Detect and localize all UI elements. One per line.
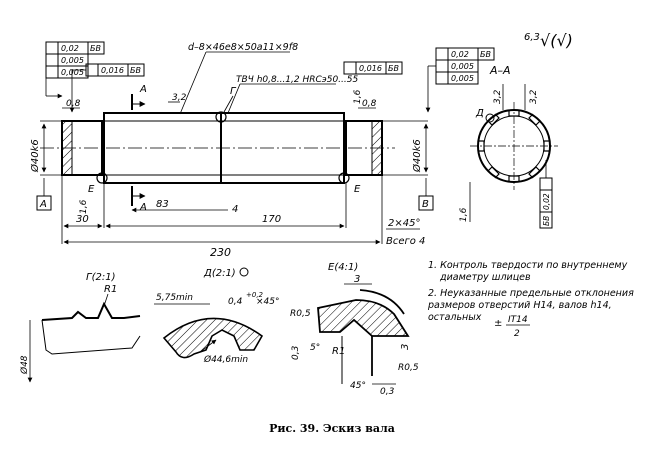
note-2c: остальных — [428, 312, 482, 323]
detail-g-diameter: Ø48 — [19, 355, 30, 375]
detail-d-575: 5,75min — [156, 293, 193, 303]
section-dim-32a: 3,2 — [493, 89, 503, 104]
svg-text:БВ: БВ — [388, 64, 399, 73]
label-e-right: Е — [354, 184, 361, 195]
main-shaft-view: А А Г Е Е d–8×46e8×50a11×9f8 ТВЧ h0,8...… — [29, 42, 429, 259]
detail-e-right-circle — [338, 172, 350, 184]
tolerance-frame-right-top: 0,02 БВ 0,005 0,005 — [425, 47, 495, 113]
surface-finish-symbol: √(√) — [540, 31, 573, 50]
svg-text:БВ: БВ — [90, 44, 101, 53]
everywhere-note: Всего 4 — [386, 236, 425, 247]
detail-e-5: 5° — [310, 343, 320, 353]
detail-e: Е(4:1) 3 R0,5 R1 0,3 5° 3 R0,5 45° 0,3 — [290, 262, 419, 397]
detail-e-03a: 0,3 — [291, 345, 301, 360]
detail-d-446: Ø44,6min — [203, 354, 248, 365]
section-mark-top: А — [139, 84, 147, 95]
detail-e-label: Е(4:1) — [328, 262, 358, 273]
detail-g: Г(2:1) R1 Ø48 — [19, 272, 141, 383]
label-g: Г — [230, 86, 237, 97]
svg-text:0,02: 0,02 — [61, 44, 79, 53]
note-1: 1. Контроль твердости по внутреннему — [428, 260, 628, 271]
datum-right: В — [418, 178, 434, 211]
svg-text:0,016: 0,016 — [101, 66, 124, 75]
dim-30: 30 — [76, 214, 89, 225]
detail-d-04: 0,4 — [228, 297, 243, 307]
note-2-num: IT14 — [508, 315, 528, 325]
detail-d-04-tol: +0,2 — [246, 291, 264, 299]
surface-finish-value: 6,3 — [524, 32, 540, 43]
detail-d-45: ×45° — [256, 297, 280, 307]
svg-text:0,005: 0,005 — [451, 74, 474, 83]
figure-caption: Рис. 39. Эскиз вала — [269, 422, 395, 435]
detail-e-r1: R1 — [332, 346, 345, 357]
svg-text:В: В — [422, 199, 429, 210]
detail-d-label: Д(2:1) — [203, 268, 236, 279]
right-journal-diameter: Ø40k6 — [411, 139, 423, 173]
roughness-08-right: 0,8 — [362, 99, 377, 109]
hardness-note: ТВЧ h0,8...1,2 HRCэ50...55 — [236, 75, 358, 85]
detail-g-circle — [215, 111, 227, 123]
detail-e-45: 45° — [350, 381, 366, 391]
tolerance-frame-left-mid: 0,016 БВ — [69, 63, 145, 113]
dim-230: 230 — [210, 246, 231, 259]
label-e-left: Е — [88, 184, 95, 195]
svg-text:БВ: БВ — [130, 66, 141, 75]
dim-170: 170 — [262, 214, 281, 225]
detail-e-r05a: R0,5 — [290, 309, 311, 319]
note-2: 2. Неуказанные предельные отклонения — [428, 288, 634, 299]
detail-e-3top: 3 — [354, 274, 360, 285]
note-1b: диаметру шлицев — [439, 272, 531, 283]
svg-text:0,005: 0,005 — [451, 62, 474, 71]
svg-text:0,02: 0,02 — [451, 50, 469, 59]
roughness-32-spline: 3,2 — [172, 93, 187, 103]
detail-e-left-circle — [96, 172, 108, 184]
svg-text:БВ: БВ — [480, 50, 491, 59]
tolerance-frame-left-top: 0,02 БВ 0,005 0,005 — [45, 41, 105, 99]
svg-text:0,005: 0,005 — [61, 56, 84, 65]
detail-g-r1: R1 — [104, 284, 117, 295]
roughness-16-left: 1,6 — [79, 199, 89, 214]
left-groove-hatch — [61, 120, 73, 176]
section-a-a: 6,3 √(√) А–А Д 3,2 3,2 1,6 0,02 БВ — [459, 31, 573, 229]
section-roughness-16: 1,6 — [459, 207, 469, 222]
spline-dimension: d–8×46e8×50a11×9f8 — [188, 42, 298, 53]
section-mark-bottom: А — [139, 202, 147, 213]
technical-notes: 1. Контроль твердости по внутреннему диа… — [427, 260, 634, 339]
section-dim-32b: 3,2 — [529, 89, 539, 104]
section-tolerance-value: 0,02 — [542, 193, 551, 210]
svg-text:А: А — [39, 199, 47, 210]
section-label: А–А — [489, 64, 511, 77]
chamfer-note: 2×45° — [388, 218, 420, 229]
left-journal-diameter: Ø40k6 — [29, 139, 41, 173]
section-tolerance-datum: БВ — [542, 216, 551, 226]
label-d: Д — [475, 108, 484, 119]
svg-text:0,005: 0,005 — [61, 68, 84, 77]
detail-e-r05b: R0,5 — [398, 363, 419, 373]
detail-g-label: Г(2:1) — [86, 272, 115, 283]
detail-e-3right: 3 — [400, 344, 411, 350]
note-2-den: 2 — [514, 329, 520, 339]
dim-4: 4 — [232, 204, 238, 215]
tolerance-frame-right-mid: 0,016 БВ — [343, 61, 403, 75]
roughness-16-right: 1,6 — [353, 89, 363, 104]
svg-text:0,016: 0,016 — [359, 64, 382, 73]
right-groove-hatch — [371, 120, 383, 176]
detail-e-03b: 0,3 — [380, 387, 395, 397]
datum-left: А — [36, 178, 52, 211]
dim-83: 83 — [156, 199, 169, 210]
note-2b: размеров отверстий H14, валов h14, — [427, 300, 612, 311]
detail-d: Д(2:1) 5,75min 0,4 +0,2 ×45° Ø44,6min — [154, 267, 280, 365]
roughness-08-left: 0,8 — [66, 99, 81, 109]
note-2-pm: ± — [494, 318, 502, 329]
